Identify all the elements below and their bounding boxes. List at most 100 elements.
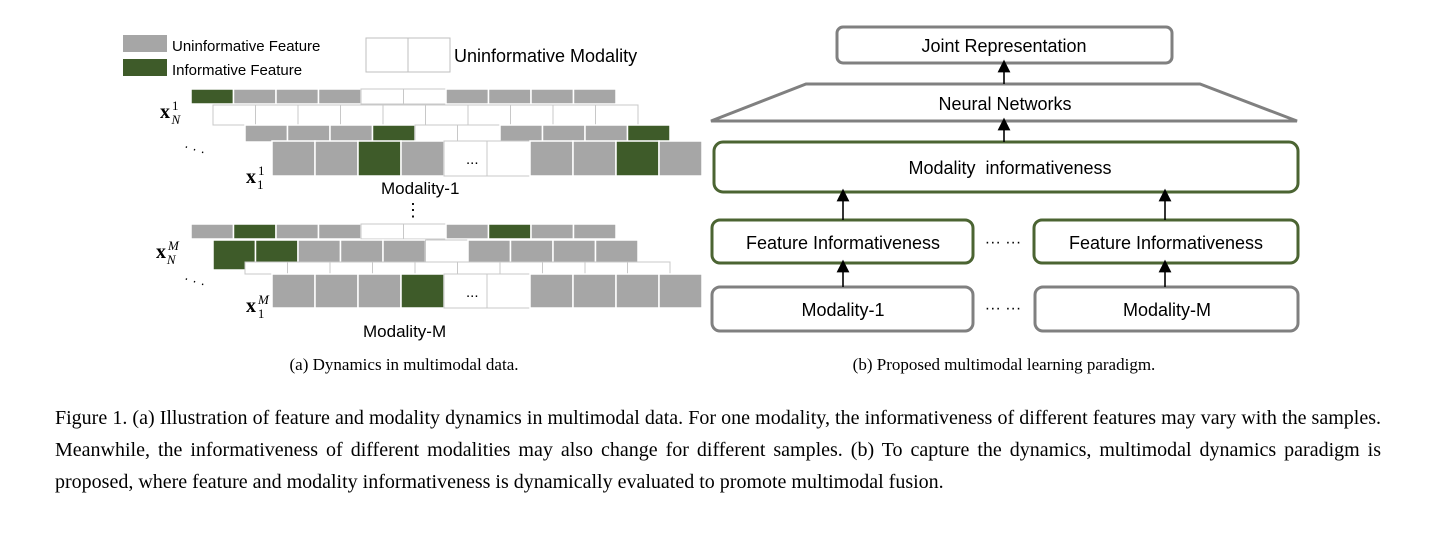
- feature-row-dots: ··· ···: [985, 234, 1021, 251]
- feature-cell: [403, 223, 447, 240]
- feature-cell: [542, 261, 586, 275]
- feature-cell: [414, 124, 458, 143]
- feature-cell: [541, 124, 586, 143]
- modality-m-box-label: Modality-M: [1123, 300, 1211, 320]
- feature-cell: [232, 223, 277, 240]
- feature-cell: [499, 261, 543, 275]
- feature-cell: [658, 140, 703, 177]
- feature-cell: [572, 223, 617, 240]
- feature-cell: [360, 223, 404, 240]
- feature-cell: [286, 124, 331, 143]
- feature-row-1: [271, 140, 703, 177]
- legend-informative-label: Informative Feature: [172, 62, 302, 79]
- feature-row-2: [244, 124, 671, 143]
- neural-networks-label: Neural Networks: [938, 94, 1071, 114]
- modality-row-dots: ··· ···: [985, 300, 1021, 317]
- feature-cell: [414, 261, 458, 275]
- row-ellipsis-m: ...: [466, 284, 479, 301]
- feature-cell: [340, 104, 384, 126]
- feature-cell: [190, 88, 235, 105]
- legend: Uninformative Feature Informative Featur…: [123, 35, 637, 79]
- modality-informativeness-label: Modality informativeness: [908, 158, 1111, 178]
- feature-cell: [457, 261, 501, 275]
- feature-cell: [572, 140, 617, 177]
- feature-cell: [372, 261, 416, 275]
- feature-cell: [317, 223, 362, 240]
- feature-cell: [317, 88, 362, 105]
- vertical-dots: ⋮: [404, 200, 422, 220]
- feature-cell: [400, 273, 445, 309]
- feature-row-n-minus-1: [212, 104, 639, 126]
- feature-cell: [425, 104, 469, 126]
- panel-a: Uninformative Feature Informative Featur…: [123, 35, 703, 374]
- feature-cell: [287, 261, 331, 275]
- joint-representation-label: Joint Representation: [921, 36, 1086, 56]
- feature-cell: [572, 273, 617, 309]
- feature-cell: [232, 88, 277, 105]
- feature-cell: [584, 261, 628, 275]
- feature-cell: [445, 88, 490, 105]
- feature-cell: [529, 140, 574, 177]
- feature-cell: [552, 104, 596, 126]
- feature-cell: [255, 104, 299, 126]
- feature-cell: [595, 104, 639, 126]
- feature-cell: [443, 140, 488, 177]
- neural-networks-trapezoid: [710, 82, 1298, 123]
- feature-cell: [190, 223, 235, 240]
- feature-cell: [271, 273, 316, 309]
- feature-cell: [360, 88, 404, 105]
- feature-cell: [297, 104, 341, 126]
- modality-1-label: Modality-1: [381, 179, 459, 198]
- row-dots-m: · · ·: [182, 270, 208, 292]
- feature-row-n: [190, 223, 617, 240]
- feature-cell: [486, 140, 531, 177]
- feature-cell: [244, 261, 288, 275]
- feature-cell: [445, 223, 490, 240]
- feature-cell: [357, 273, 402, 309]
- feature-cell: [529, 273, 574, 309]
- feature-cell: [357, 140, 402, 177]
- feature-cell: [584, 124, 629, 143]
- panel-b: Joint Representation Neural Networks Mod…: [710, 25, 1300, 374]
- modality-m-label: Modality-M: [363, 322, 446, 341]
- feature-informativeness-label-left: Feature Informativeness: [746, 233, 940, 253]
- feature-cell: [371, 124, 416, 143]
- feature-cell: [467, 104, 511, 126]
- feature-cell: [275, 223, 320, 240]
- figure-caption: Figure 1. (a) Illustration of feature an…: [55, 407, 1381, 493]
- feature-cell: [382, 104, 426, 126]
- legend-uninformative-modality-label: Uninformative Modality: [454, 46, 637, 66]
- row-ellipsis-1: ...: [466, 151, 479, 168]
- feature-cell: [314, 273, 359, 309]
- feature-cell: [658, 273, 703, 309]
- feature-cell: [487, 223, 532, 240]
- feature-cell: [487, 88, 532, 105]
- feature-cell: [212, 104, 256, 126]
- feature-row-n: [190, 88, 617, 105]
- feature-cell: [486, 273, 531, 309]
- feature-cell: [457, 124, 501, 143]
- feature-cell: [572, 88, 617, 105]
- panel-b-caption: (b) Proposed multimodal learning paradig…: [853, 355, 1156, 374]
- feature-cell: [329, 124, 374, 143]
- feature-cell: [627, 261, 671, 275]
- feature-row-2: [244, 261, 671, 275]
- feature-cell: [530, 88, 575, 105]
- legend-informative-swatch: [123, 59, 167, 76]
- feature-informativeness-label-right: Feature Informativeness: [1069, 233, 1263, 253]
- feature-cell: [271, 140, 316, 177]
- feature-row-1: [271, 273, 703, 309]
- modality-m-box: [1033, 285, 1300, 333]
- feature-cell: [314, 140, 359, 177]
- feature-cell: [443, 273, 488, 309]
- feature-cell: [499, 124, 544, 143]
- modality-m-stack: [190, 223, 703, 309]
- modality-informativeness-box: [712, 140, 1300, 194]
- feature-cell: [275, 88, 320, 105]
- feature-cell: [530, 223, 575, 240]
